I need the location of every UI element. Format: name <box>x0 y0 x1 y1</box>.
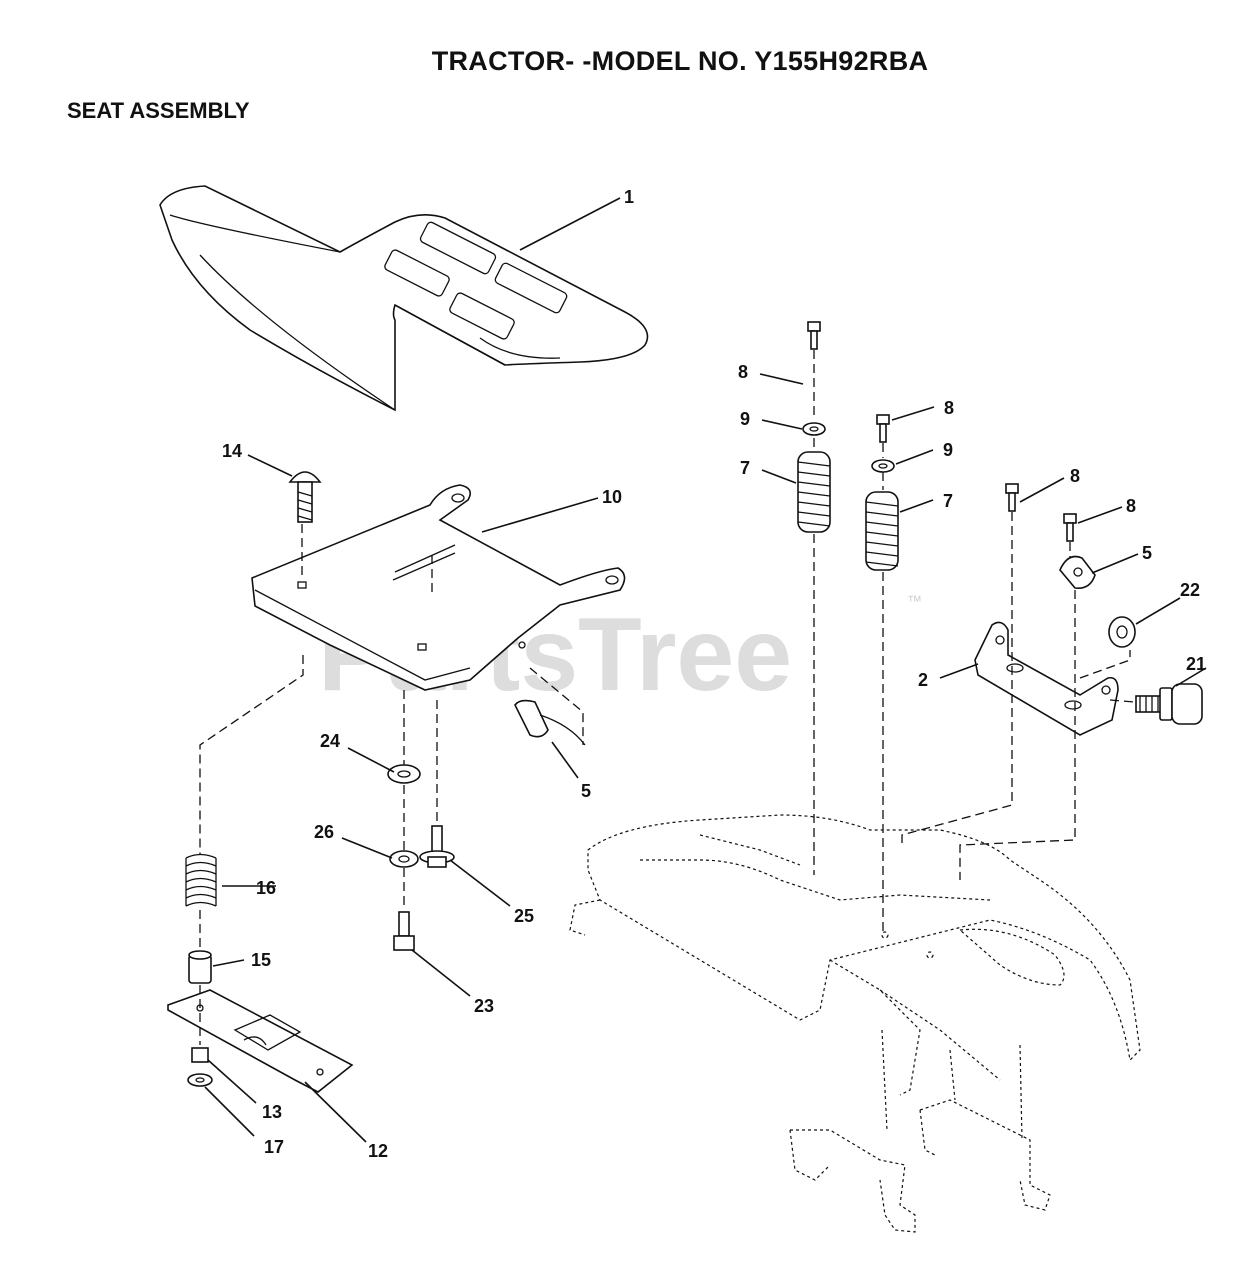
callout-labels: 1 14 10 5 24 26 25 23 16 15 13 17 12 8 9… <box>222 187 1206 1161</box>
page-title: TRACTOR- -MODEL NO. Y155H92RBA <box>431 46 929 76</box>
bushing-icon <box>188 950 212 984</box>
slide-rail-icon <box>167 989 354 1093</box>
callout-23: 23 <box>474 996 494 1016</box>
callout-25: 25 <box>514 906 534 926</box>
callout-5-right: 5 <box>1142 543 1152 563</box>
section-title: SEAT ASSEMBLY <box>67 98 250 123</box>
washer-icon-9 <box>802 422 895 473</box>
spring-icon <box>797 451 899 571</box>
bolt-icon-8 <box>807 321 1077 542</box>
clip-icon-right <box>1059 555 1096 590</box>
callout-14: 14 <box>222 441 242 461</box>
callout-10: 10 <box>602 487 622 507</box>
callout-5-left: 5 <box>581 781 591 801</box>
fender-icon <box>569 814 1141 1233</box>
callout-9-b: 9 <box>943 440 953 460</box>
callout-7-a: 7 <box>740 458 750 478</box>
carriage-bolt-icon <box>288 471 322 523</box>
spring-icon-small <box>185 853 217 907</box>
callout-24: 24 <box>320 731 340 751</box>
callout-12: 12 <box>368 1141 388 1161</box>
assembly-lines <box>199 350 1135 1045</box>
washer-icon <box>387 764 421 868</box>
shoulder-bolt-icon <box>419 825 455 868</box>
hex-bolt-icon <box>393 911 415 951</box>
callout-8-a: 8 <box>738 362 748 382</box>
bracket-icon <box>974 621 1119 736</box>
callout-9-a: 9 <box>740 409 750 429</box>
callout-22: 22 <box>1180 580 1200 600</box>
callout-26: 26 <box>314 822 334 842</box>
callout-13: 13 <box>262 1102 282 1122</box>
seat-pan-icon <box>251 484 626 691</box>
callout-21: 21 <box>1186 654 1206 674</box>
knob-icon <box>1135 683 1203 725</box>
callout-8-c: 8 <box>1070 466 1080 486</box>
callout-7-b: 7 <box>943 491 953 511</box>
seat-icon <box>159 185 649 412</box>
callout-8-d: 8 <box>1126 496 1136 516</box>
nut-icon <box>187 1047 213 1087</box>
callout-1: 1 <box>624 187 634 207</box>
callout-8-b: 8 <box>944 398 954 418</box>
nut-icon-22 <box>1108 616 1136 648</box>
callout-2: 2 <box>918 670 928 690</box>
watermark-trademark: ™ <box>907 593 922 610</box>
clip-icon-left <box>514 667 586 746</box>
callout-17: 17 <box>264 1137 284 1157</box>
leader-lines <box>204 197 1207 1143</box>
callout-15: 15 <box>251 950 271 970</box>
callout-16: 16 <box>256 878 276 898</box>
